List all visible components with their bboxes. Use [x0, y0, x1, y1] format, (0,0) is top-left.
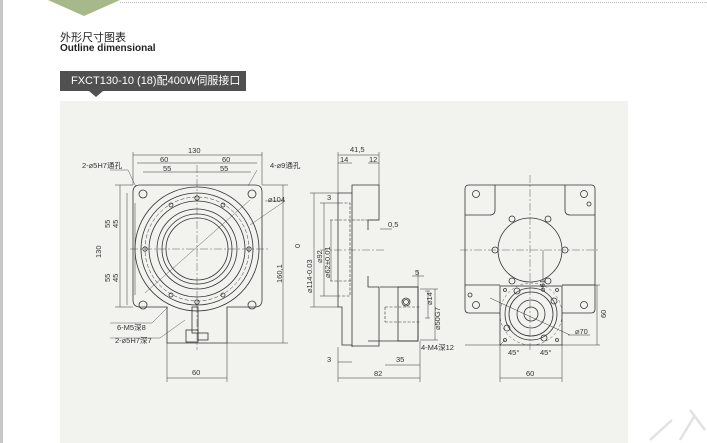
dim-104: ⌀104 — [268, 195, 285, 204]
label-pointer — [89, 91, 103, 97]
dim-55-left: 55 — [163, 164, 171, 173]
dim-14: 14 — [340, 155, 348, 164]
dim-60-left: 60 — [160, 155, 168, 164]
pin-callout: 2-⌀5H7深7 — [115, 336, 152, 345]
model-label: FXCT130-10 (18)配400W伺服接口 — [60, 71, 246, 91]
dim-60-right: 60 — [599, 310, 608, 318]
dim-45-bottom: 45 — [111, 274, 120, 282]
dim-61: ⌀61 — [538, 279, 547, 292]
hole-callout-right: 4-⌀9通孔 — [270, 160, 301, 170]
dim-114: ⌀114-0.03 — [305, 259, 314, 293]
dim-shaft-14: ⌀14 — [425, 292, 434, 305]
dim-70: ⌀70 — [575, 327, 588, 336]
side-view — [310, 152, 438, 382]
section-title-cn: 外形尺寸图表 — [60, 32, 126, 44]
dim-55-right: 55 — [220, 164, 228, 173]
dim-60-right: 60 — [222, 155, 230, 164]
dim-0-5: 0,5 — [388, 220, 398, 229]
dim-50g7: ⌀50G7 — [433, 307, 442, 330]
dim-0: 0 — [293, 244, 302, 248]
dim-5: 5 — [415, 268, 419, 277]
page-edge — [0, 0, 3, 443]
watermark — [649, 409, 706, 441]
m4-callout: 4-M4深12 — [421, 343, 454, 352]
dim-130-left: 130 — [94, 245, 103, 258]
dim-41-5: 41,5 — [350, 145, 365, 154]
dim-55-top: 55 — [103, 220, 112, 228]
dim-62: ⌀62±0.01 — [323, 246, 332, 278]
angle-45-right: 45° — [540, 348, 551, 357]
dim-35: 35 — [396, 355, 404, 364]
front-view — [110, 152, 288, 382]
dim-45-top: 45 — [111, 220, 120, 228]
dim-92: ⌀92 — [315, 250, 324, 263]
hole-callout-left: 2-⌀5H7通孔 — [82, 160, 122, 170]
section-marker — [48, 0, 120, 16]
dim-55-bottom: 55 — [103, 274, 112, 282]
dim-160-1: 160,1 — [275, 264, 284, 283]
dim-82: 82 — [374, 369, 382, 378]
dotted-divider — [120, 2, 707, 3]
dim-3-top: 3 — [327, 193, 331, 202]
rear-view — [460, 175, 600, 382]
dim-60-bottom: 60 — [192, 368, 200, 377]
m5-callout: 6-M5深8 — [117, 323, 146, 332]
angle-45-left: 45° — [508, 348, 519, 357]
dim-12: 12 — [369, 155, 377, 164]
section-title-en: Outline dimensional — [60, 43, 156, 54]
dim-3-bottom: 3 — [327, 355, 331, 364]
dim-60-bottom-rear: 60 — [526, 369, 534, 378]
dim-130-top: 130 — [188, 146, 201, 155]
